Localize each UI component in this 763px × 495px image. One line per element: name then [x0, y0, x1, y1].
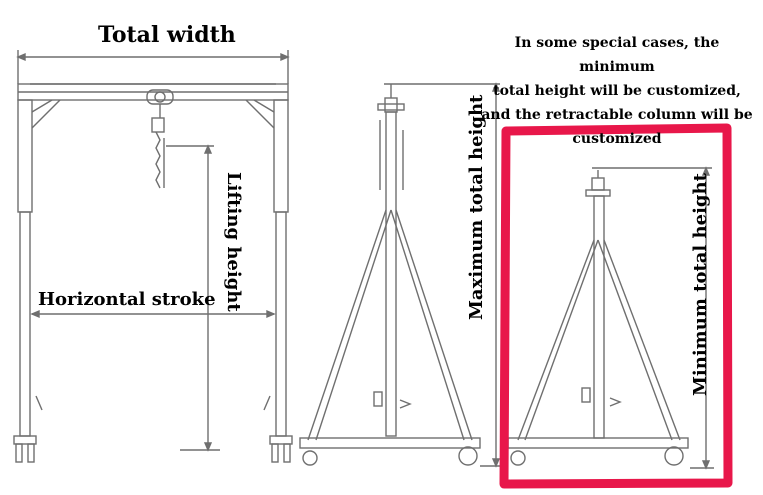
lifting-height-label: Lifting height	[223, 172, 244, 312]
customization-note: In some special cases, the minimum total…	[478, 31, 756, 151]
total-width-label: Total width	[98, 22, 236, 48]
minimum-total-height-label: Minimum total height	[690, 173, 711, 396]
highlight-border	[499, 123, 733, 489]
note-line-3: and the retractable column will be	[481, 107, 753, 123]
note-line-2: total height will be customized,	[493, 83, 741, 99]
note-line-1: In some special cases, the minimum	[514, 35, 720, 75]
front-view-crane	[13, 50, 293, 463]
horizontal-stroke-label: Horizontal stroke	[38, 289, 216, 310]
side-view-crane-min	[507, 166, 714, 470]
note-line-4: customized	[572, 131, 662, 147]
side-view-crane-max	[299, 82, 502, 468]
